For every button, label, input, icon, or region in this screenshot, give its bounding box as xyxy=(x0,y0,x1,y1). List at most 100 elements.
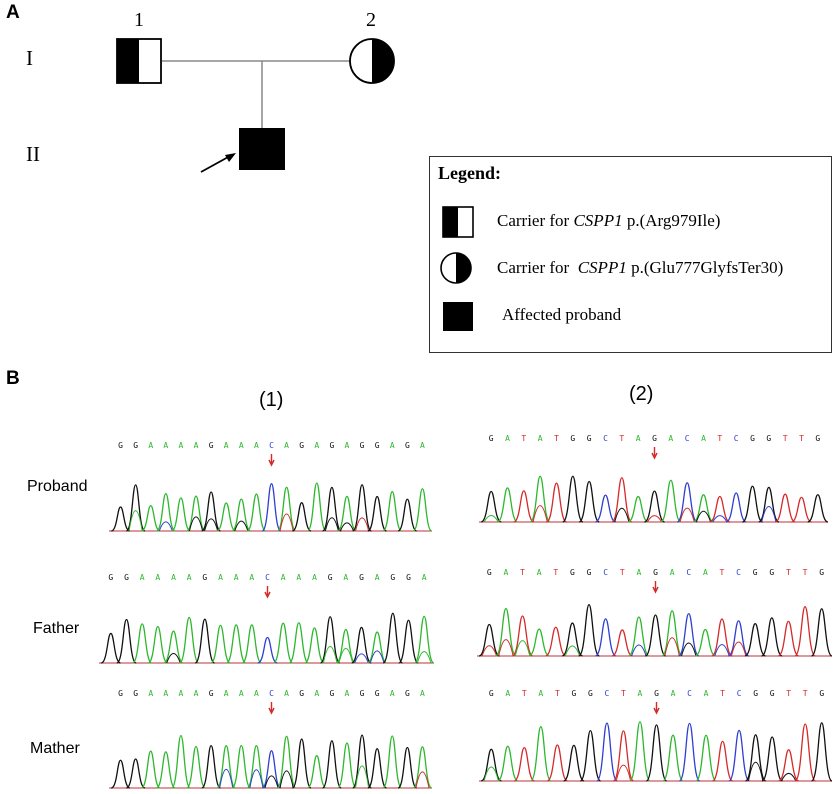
base-call-letter: A xyxy=(224,441,229,450)
chromatogram-peak xyxy=(352,734,373,789)
base-call-letter: A xyxy=(312,573,317,582)
base-call-letter: G xyxy=(133,689,138,698)
chromatogram-peak xyxy=(695,734,717,782)
chromatogram-peak xyxy=(257,636,278,664)
chromatogram-secondary-peak xyxy=(614,507,630,523)
chromatogram-secondary-peak xyxy=(747,761,764,782)
chromatogram-peak xyxy=(727,620,750,657)
base-call-letter: G xyxy=(118,689,123,698)
base-call-letter: A xyxy=(194,689,199,698)
chromatogram-peak xyxy=(276,486,297,532)
chromatogram-peak xyxy=(644,614,667,657)
chromatogram-peak xyxy=(807,494,829,523)
chromatogram-peak xyxy=(110,759,131,789)
base-call-letter: A xyxy=(249,573,254,582)
chromatogram-peak xyxy=(216,502,236,532)
chromatogram-peak xyxy=(497,487,518,523)
chromatogram-secondary-peak xyxy=(761,506,777,523)
base-call-letter: T xyxy=(520,568,525,577)
legend-item-suffix: p.(Arg979Ile) xyxy=(622,211,721,230)
base-call-letter: A xyxy=(281,573,286,582)
chromatogram-peak xyxy=(367,495,387,532)
base-call-letter: C xyxy=(603,434,608,443)
chromatogram-secondary-peak xyxy=(166,652,181,664)
legend-item-suffix: p.(Glu777GlyfsTer30) xyxy=(626,258,784,277)
chromatogram-peak xyxy=(261,483,282,532)
variant-marker-arrow-icon xyxy=(264,586,271,599)
base-call-letter: A xyxy=(505,434,510,443)
chromatogram-peak xyxy=(579,729,602,782)
chromatogram-peak xyxy=(478,623,500,657)
base-call-letter: A xyxy=(179,689,184,698)
chromatogram-peak xyxy=(480,748,502,782)
chromatogram-peak xyxy=(116,618,137,664)
chromatogram-peak xyxy=(644,490,665,523)
base-call-letter: T xyxy=(803,568,808,577)
chromatogram-peak xyxy=(231,498,252,532)
chromatogram-peak xyxy=(321,740,342,789)
base-call-letter: C xyxy=(736,568,741,577)
chromatogram-peak xyxy=(562,475,584,523)
chromatogram-secondary-peak xyxy=(481,645,497,657)
chromatogram-peak xyxy=(412,488,433,532)
chromatogram-peak xyxy=(110,506,131,532)
base-call-letter: A xyxy=(187,573,192,582)
base-call-letter: A xyxy=(701,434,706,443)
base-call-letter: G xyxy=(571,689,576,698)
base-call-letter: G xyxy=(375,689,380,698)
chromatogram-secondary-peak xyxy=(416,651,432,664)
chromatogram-peak xyxy=(367,631,388,664)
base-call-letter: G xyxy=(299,441,304,450)
chromatogram-peak xyxy=(163,630,184,664)
chromatogram-secondary-peak xyxy=(781,772,797,782)
panel-b-label: B xyxy=(6,368,20,389)
chromatogram-secondary-peak xyxy=(483,766,499,782)
base-call-letter: G xyxy=(570,434,575,443)
base-call-letter: T xyxy=(717,434,722,443)
chromatogram-peak xyxy=(511,615,534,657)
base-call-letter: T xyxy=(521,434,526,443)
chromatogram-peak xyxy=(778,749,800,782)
base-call-letter: C xyxy=(603,568,608,577)
base-call-letter: G xyxy=(406,573,411,582)
chromatogram-peak xyxy=(141,504,161,532)
chromatogram-secondary-peak xyxy=(322,645,338,664)
chromatogram-peak xyxy=(546,744,568,782)
chromatogram-peak xyxy=(761,736,784,782)
base-call-letter: A xyxy=(163,689,168,698)
chromatogram-peak xyxy=(744,623,766,657)
variant-marker-arrow-icon xyxy=(653,702,660,715)
legend-item-gene: CSPP1 xyxy=(573,211,623,230)
base-call-letter: G xyxy=(487,568,492,577)
variant-marker-arrow-icon xyxy=(652,581,659,594)
chromatogram-peak xyxy=(629,721,651,782)
base-call-letter: G xyxy=(209,441,214,450)
chromatogram-peak xyxy=(276,735,297,789)
base-call-letter: T xyxy=(522,689,527,698)
chromatogram-peak xyxy=(100,632,121,664)
base-call-letter: A xyxy=(636,434,641,443)
chromatogram-secondary-peak xyxy=(564,645,581,657)
chromatogram-peak xyxy=(563,744,585,782)
chromatogram-secondary-peak xyxy=(128,510,143,532)
base-call-letter: G xyxy=(819,568,824,577)
base-call-letter: A xyxy=(420,689,425,698)
chromatogram-peak xyxy=(794,606,817,657)
base-call-letter: A xyxy=(314,689,319,698)
chromatogram-peak xyxy=(662,734,684,782)
chromatogram-peak xyxy=(147,625,168,664)
chromatogram-secondary-peak xyxy=(415,771,430,789)
base-call-letter: G xyxy=(133,441,138,450)
chromatogram-peak xyxy=(397,498,418,532)
base-call-letter: A xyxy=(314,441,319,450)
base-call-letter: T xyxy=(786,568,791,577)
legend-item-carrier-glu777: Carrier for CSPP1 p.(Glu777GlyfsTer30) xyxy=(497,258,783,278)
chromatogram-peak xyxy=(596,722,618,782)
base-call-letter: T xyxy=(786,689,791,698)
chromatogram-peak xyxy=(336,742,357,789)
chromatogram-peak xyxy=(288,622,310,664)
base-call-letter: A xyxy=(140,573,145,582)
chromatogram-secondary-peak xyxy=(249,769,264,789)
chromatogram-peak xyxy=(709,495,731,523)
